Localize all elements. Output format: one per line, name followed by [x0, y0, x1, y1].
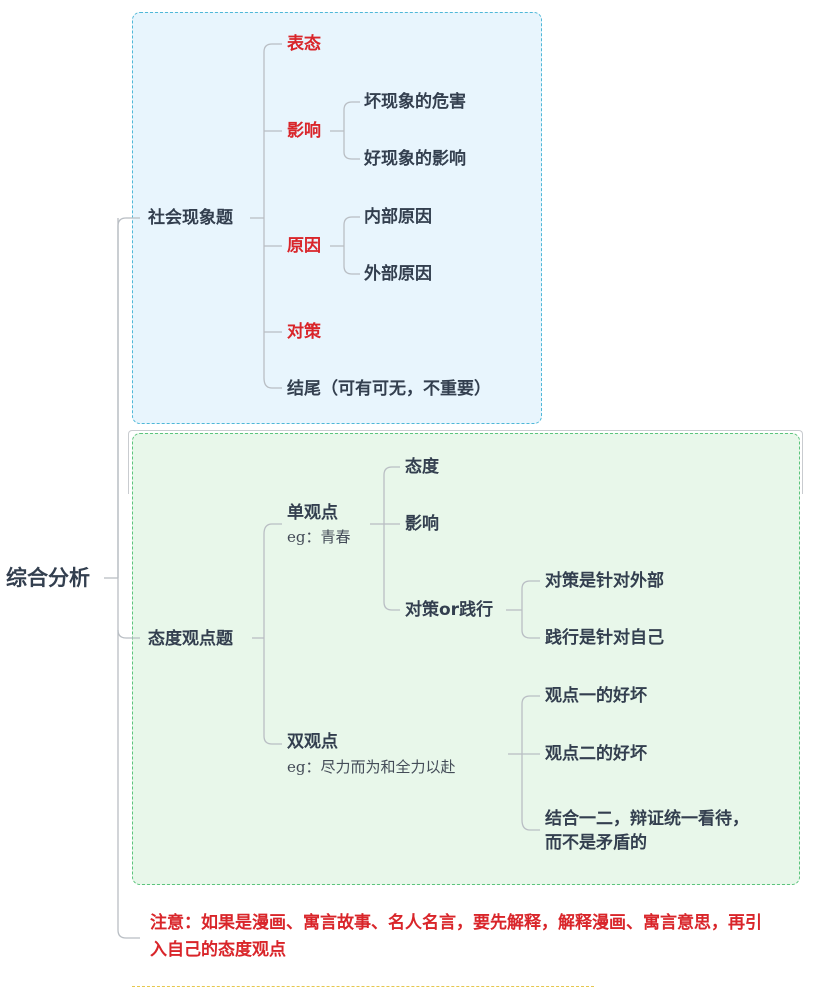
node-attitude[interactable]: 态度	[405, 457, 439, 477]
double-view-example: eg：尽力而为和全力以赴	[287, 758, 456, 776]
node-bad-phenomenon-harm[interactable]: 坏现象的危害	[364, 92, 466, 112]
attitude-view-node[interactable]: 态度观点题	[148, 629, 233, 649]
node-internal-cause[interactable]: 内部原因	[364, 207, 432, 227]
node-good-phenomenon-effect[interactable]: 好现象的影响	[364, 149, 466, 169]
node-practice-self[interactable]: 践行是针对自己	[545, 628, 664, 648]
single-view-example: eg：青春	[287, 528, 351, 546]
node-influence[interactable]: 影响	[405, 514, 439, 534]
attitude-view-group	[132, 433, 800, 885]
node-countermeasure-practice[interactable]: 对策or践行	[405, 600, 494, 620]
node-yingxiang[interactable]: 影响	[287, 121, 321, 141]
node-double-view[interactable]: 双观点	[287, 732, 338, 752]
note-text[interactable]: 注意：如果是漫画、寓言故事、名人名言，要先解释，解释漫画、寓言意思，再引入自己的…	[150, 913, 762, 960]
node-external-cause[interactable]: 外部原因	[364, 264, 432, 284]
node-yuanyin[interactable]: 原因	[287, 236, 321, 256]
node-combine-line1[interactable]: 结合一二，辩证统一看待，	[545, 809, 749, 829]
social-phenomenon-node[interactable]: 社会现象题	[148, 208, 233, 228]
node-view-one[interactable]: 观点一的好坏	[545, 686, 647, 706]
root-node[interactable]: 综合分析	[6, 566, 90, 590]
node-combine-line2[interactable]: 而不是矛盾的	[545, 833, 647, 853]
node-biaotai[interactable]: 表态	[287, 34, 321, 54]
social-phenomenon-group	[132, 12, 542, 424]
node-countermeasure-external[interactable]: 对策是针对外部	[545, 571, 664, 591]
next-group-edge	[132, 986, 594, 997]
node-jiewei[interactable]: 结尾（可有可无，不重要）	[287, 379, 491, 399]
node-view-two[interactable]: 观点二的好坏	[545, 744, 647, 764]
node-single-view[interactable]: 单观点	[287, 503, 338, 523]
node-duice[interactable]: 对策	[287, 322, 321, 342]
group-frame	[128, 430, 803, 494]
